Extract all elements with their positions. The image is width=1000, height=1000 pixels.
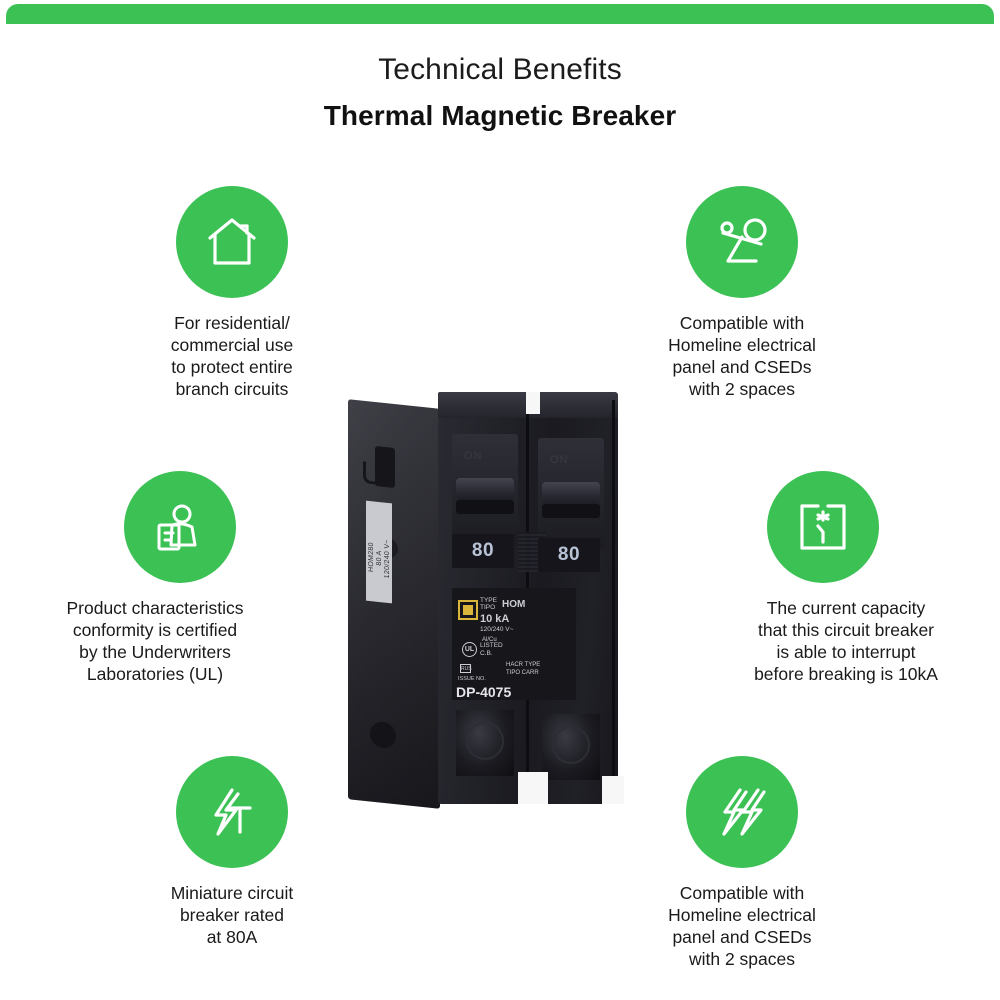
benefit-icon-badge — [176, 756, 288, 868]
benefit-icon-badge — [686, 756, 798, 868]
breaker-top-notch — [526, 392, 540, 414]
breaker-mounting-hook — [363, 461, 376, 485]
breaker-amperage-plate-left: 80 — [452, 534, 514, 568]
square-d-logo-icon — [458, 600, 478, 620]
ul-mark-icon: UL — [462, 642, 477, 657]
lightning-bolt-t-icon — [202, 782, 262, 842]
benefit-compatible-bottom: Compatible with Homeline electrical pane… — [592, 756, 892, 970]
breaker-amperage-value-right: 80 — [557, 544, 581, 565]
breaker-label-voltage: 120/240 V~ — [480, 626, 514, 633]
breaker-on-label-right: ON — [550, 454, 569, 466]
square-d-logo-inner — [463, 605, 473, 615]
breaker-on-label-left: ON — [464, 450, 483, 462]
benefit-caption: For residential/ commercial use to prote… — [170, 313, 294, 399]
breaker-toggle-handle-left — [456, 478, 514, 500]
house-icon — [201, 211, 263, 273]
benefit-caption: The current capacity that this circuit b… — [754, 598, 938, 684]
breaker-side-label: HOM280 80 A 120/240 V~ — [366, 500, 392, 604]
benefit-caption: Compatible with Homeline electrical pane… — [668, 883, 816, 969]
breaker-label-issue-number: DP-4075 — [456, 684, 512, 700]
breaker-label-conductor: Al/Cu — [482, 637, 497, 643]
benefit-icon-badge — [686, 186, 798, 298]
benefit-residential: For residential/ commercial use to prote… — [82, 186, 382, 400]
person-clipboard-icon — [150, 497, 210, 557]
breaker-bottom-notch-center — [518, 772, 548, 804]
title-main: Technical Benefits — [378, 53, 622, 86]
breaker-toggle-handle-right — [542, 482, 600, 504]
breaker-toggle-shadow-right — [542, 504, 600, 518]
breaker-label-hacr: HACR TYPE TIPO CARR — [506, 662, 541, 676]
breaker-pole-seam-2 — [612, 400, 615, 804]
benefit-icon-badge — [767, 471, 879, 583]
title-subtitle: Thermal Magnetic Breaker — [323, 100, 677, 131]
breaker-side-label-text: HOM280 80 A 120/240 V~ — [368, 539, 391, 579]
benefit-capacity: The current capacity that this circuit b… — [697, 471, 995, 685]
benefit-icon-badge — [176, 186, 288, 298]
breaker-toggle-shadow-left — [456, 500, 514, 514]
breaker-label-interrupt-rating: 10 kA — [480, 613, 510, 625]
breaker-terminal-ring-left — [466, 722, 504, 760]
benefit-caption: Compatible with Homeline electrical pane… — [668, 313, 816, 399]
breaker-bottom-notch-right — [602, 776, 624, 804]
breaker-terminal-ring-right — [552, 726, 590, 764]
rus-mark-icon: RUS — [460, 664, 472, 673]
benefit-icon-badge — [124, 471, 236, 583]
product-image-circuit-breaker: HOM280 80 A 120/240 V~ ON ON 80 80 TYPE … — [330, 392, 630, 816]
page-title: Technical Benefits Thermal Magnetic Brea… — [0, 50, 1000, 136]
circuit-break-square-icon — [794, 498, 852, 556]
benefit-caption: Miniature circuit breaker rated at 80A — [170, 883, 294, 947]
breaker-label-ul-listed: LISTED C.B. — [480, 642, 503, 657]
benefit-caption: Product characteristics conformity is ce… — [66, 598, 244, 684]
benefit-rated: Miniature circuit breaker rated at 80A — [82, 756, 382, 948]
top-accent-bar — [6, 4, 994, 24]
breaker-label-type-value: HOM — [502, 599, 526, 610]
breaker-amperage-value-left: 80 — [471, 540, 495, 561]
balance-scale-icon — [711, 211, 773, 273]
breaker-label-issue: ISSUE NO. — [458, 676, 486, 682]
breaker-label-type: TYPE TIPO — [480, 597, 497, 611]
double-lightning-bolt-icon — [712, 782, 772, 842]
benefit-certified: Product characteristics conformity is ce… — [5, 471, 305, 685]
breaker-amperage-plate-right: 80 — [538, 538, 600, 572]
benefit-compatible-top: Compatible with Homeline electrical pane… — [592, 186, 892, 400]
breaker-mounting-slot — [375, 445, 395, 489]
